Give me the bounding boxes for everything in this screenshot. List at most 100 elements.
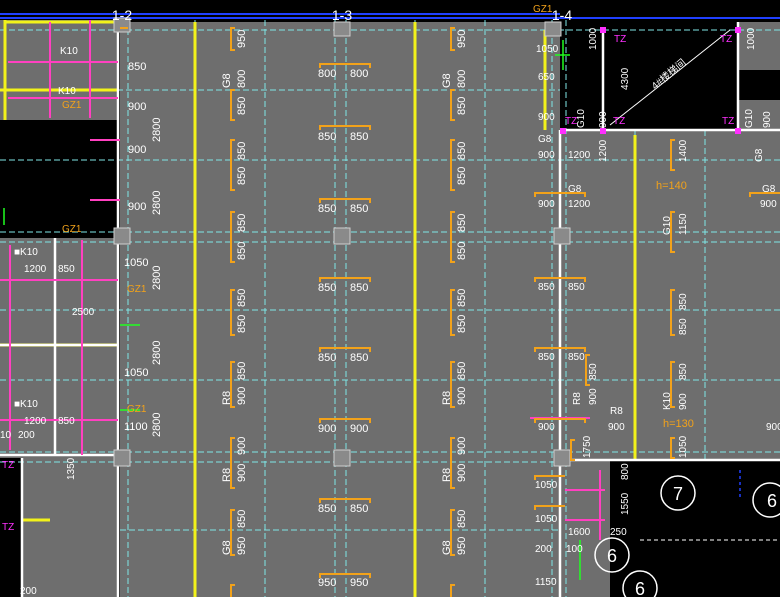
tz-marks [560,27,741,134]
bar-label: G8 [221,73,233,88]
bar-label: K10 [662,392,673,410]
dim-label: 100 [566,544,583,555]
dim-label: 850 [456,97,468,115]
bar-label: G10 [744,109,755,128]
dim-label: 850 [350,352,368,364]
tag-k10: K10 [60,46,78,57]
bar-label: R8 [572,392,583,405]
dim-label: 1200 [24,264,47,275]
bar-label: R8 [221,391,233,405]
dim-label: 900 [538,150,555,161]
walls-white [0,20,780,597]
rebar-brackets [319,63,780,578]
dim-label: 850 [456,142,468,160]
green-marks [3,40,581,580]
dim-label: 850 [236,289,248,307]
dim-label: 850 [236,510,248,528]
dim-label: 1050 [535,514,558,525]
tag-h140: h=140 [656,180,687,192]
tag-tz: TZ [614,34,626,45]
dim-label: 850 [58,264,75,275]
dim-label: 850 [456,214,468,232]
dim-label: 850 [678,293,689,310]
bar-label: ■K10 [14,247,38,258]
bar-label: G10 [662,216,673,235]
dim-label: 900 [350,423,368,435]
dim-label: 850 [456,510,468,528]
tag-h130: h=130 [663,418,694,430]
dim-label: 950 [350,577,368,589]
dim-label: 850 [456,315,468,333]
stair-diagonal [609,29,731,126]
dim-label: 1350 [66,457,77,480]
axis-label: 1-3 [332,7,352,23]
dim-label: 900 [318,423,336,435]
dim-label: 900 [128,144,146,156]
bar-label: R8 [610,406,623,417]
bar-label: G8 [754,148,765,162]
rebars-pink [0,20,605,540]
axis-label: 1-2 [112,7,132,23]
dim-label: 850 [236,242,248,260]
bar-label: G8 [441,540,453,555]
dim-label: 950 [318,577,336,589]
opening-left [0,120,85,230]
dim-label: 850 [678,318,689,335]
dim-label: 250 [610,527,627,538]
dim-label: 1000 [588,27,599,50]
tag-tz: TZ [613,116,625,127]
dim-label: 800 [456,70,468,88]
section-circles [594,475,780,597]
dim-label: 850 [58,416,75,427]
dim-label: 900 [236,387,248,405]
dim-label: 900 [538,112,555,123]
dim-label: 850 [350,503,368,515]
dim-label: 1100 [124,421,148,433]
dim-label: 900 [456,387,468,405]
slab-top-right [738,22,780,70]
dim-label: 850 [456,167,468,185]
dim-label: 1400 [678,139,689,162]
dim-label: 1600 [568,527,591,538]
dim-label: 950 [456,537,468,555]
dim-label: 850 [678,363,689,380]
rebar-brackets-vertical [120,27,675,597]
dim-label: 1550 [620,492,631,515]
tag-tz: TZ [722,116,734,127]
dim-label: 900 [608,422,625,433]
tag-tz: TZ [565,116,577,127]
dim-label: 2500 [72,307,95,318]
dim-label: 650 [538,72,555,83]
dim-label: 850 [456,242,468,260]
dim-label: 1000 [746,27,757,50]
tag-gz1: GZ1 [127,404,147,415]
opening-stair-lower [612,462,780,597]
dim-label: 900 [456,437,468,455]
dim-label: 1150 [678,213,689,235]
bar-label: R8 [441,468,453,482]
bar-label: R8 [441,391,453,405]
dim-label: 850 [318,131,336,143]
opening-stair [605,30,735,130]
dim-label: 850 [538,352,555,363]
dim-label: 1200 [568,150,591,161]
dim-label: 850 [350,282,368,294]
bar-label: G8 [538,134,552,145]
dim-label: 900 [538,199,555,210]
axis-label: 1-4 [552,7,572,23]
bar-label: ■K10 [14,399,38,410]
dim-label: 800 [318,68,336,80]
dim-label: 850 [350,131,368,143]
dim-label: 850 [588,363,599,380]
dim-label: 2800 [151,191,163,215]
dim-label: 850 [236,315,248,333]
bar-label: G8 [221,540,233,555]
dim-label: 900 [236,437,248,455]
tag-gz1: GZ1 [62,100,82,111]
dim-label: 950 [456,30,468,48]
dim-label: 850 [128,61,146,73]
tag-gz1: GZ1 [533,4,553,15]
dim-label: 850 [456,362,468,380]
